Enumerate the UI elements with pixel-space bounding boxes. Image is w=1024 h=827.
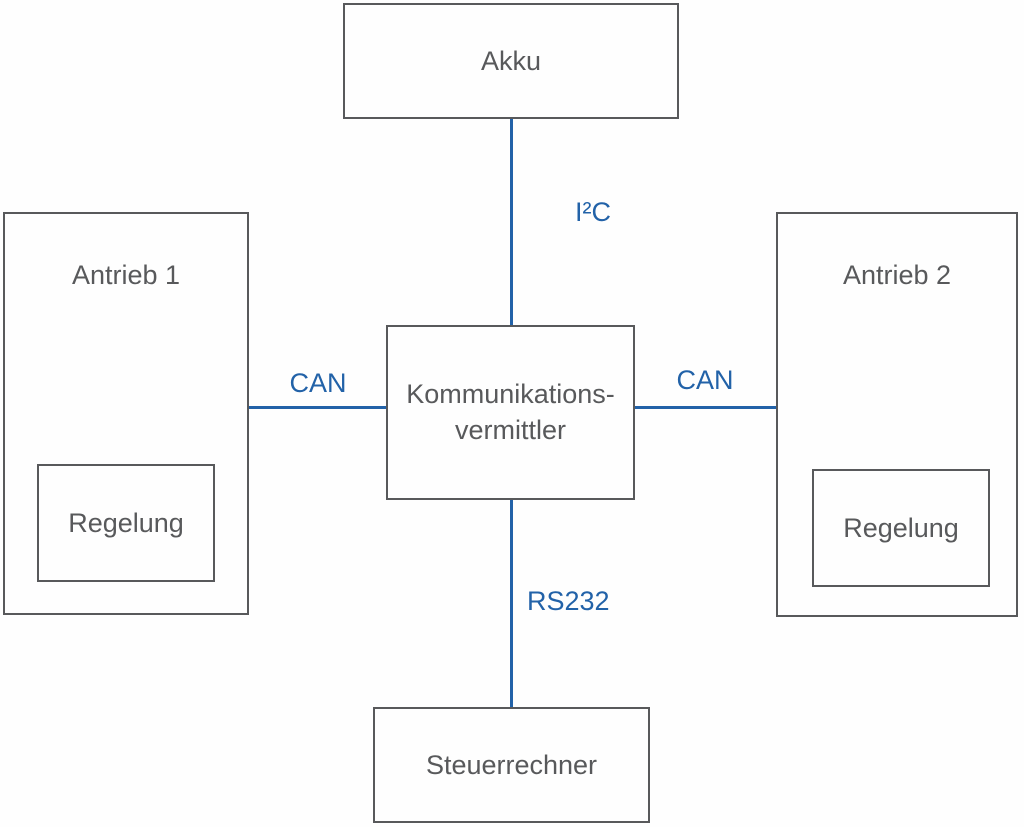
connector-i2c-line (510, 119, 513, 326)
node-regelung-2: Regelung (812, 469, 990, 587)
node-regelung-1-label: Regelung (68, 507, 184, 538)
node-kommunikationsvermittler-label-line1: Kommunikations- (406, 378, 615, 409)
node-akku-label: Akku (480, 45, 542, 76)
node-antrieb-1: Antrieb 1 Regelung (3, 212, 249, 615)
node-antrieb-2-label: Antrieb 2 (842, 260, 952, 290)
node-steuerrechner: Steuerrechner (373, 707, 650, 823)
edge-label-can-right: CAN (676, 365, 734, 395)
connector-can-right-line (634, 406, 777, 409)
edge-label-i2c: I²C (575, 197, 611, 227)
node-regelung-2-label: Regelung (843, 512, 959, 543)
node-akku: Akku (343, 3, 679, 119)
edge-label-can-left: CAN (289, 368, 347, 398)
node-antrieb-1-label: Antrieb 1 (71, 260, 181, 290)
node-kommunikationsvermittler: Kommunikations- vermittler (386, 325, 635, 500)
node-kommunikationsvermittler-label-line2: vermittler (454, 414, 566, 445)
node-kommunikationsvermittler-label: Kommunikations- vermittler (406, 377, 615, 448)
connector-rs232-line (510, 500, 513, 708)
node-antrieb-2: Antrieb 2 Regelung (776, 212, 1018, 617)
node-regelung-1: Regelung (37, 464, 215, 582)
node-steuerrechner-label: Steuerrechner (425, 749, 598, 780)
edge-label-rs232: RS232 (527, 586, 610, 616)
connector-can-left-line (249, 406, 387, 409)
